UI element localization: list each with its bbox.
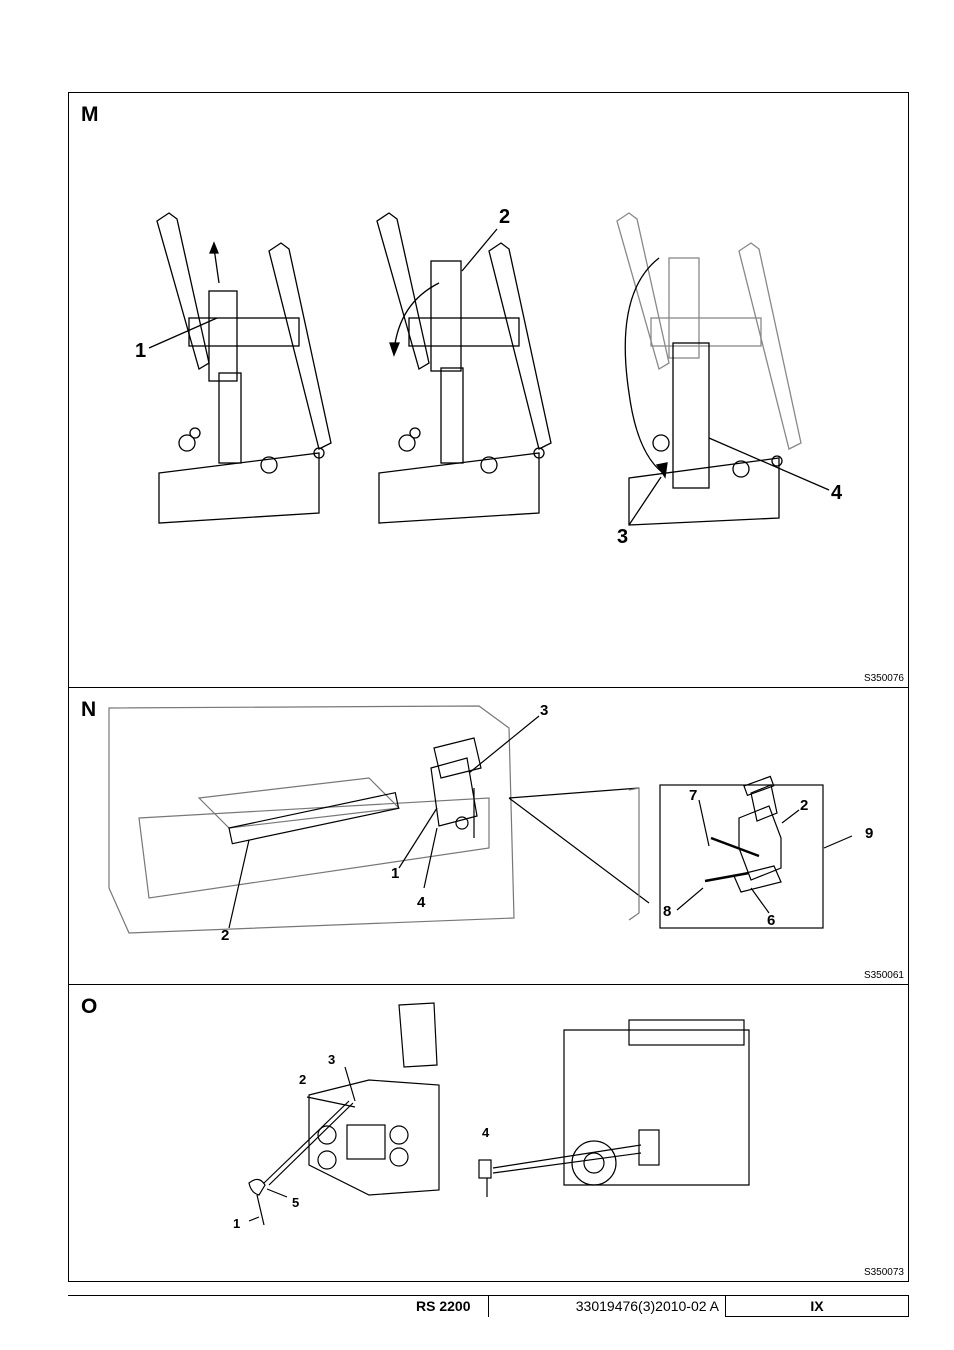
panel-label: O [81, 995, 98, 1018]
panel-n: N [68, 687, 909, 985]
callout: 2 [221, 927, 229, 944]
footer-document-number: 33019476(3)2010-02 A [575, 1298, 719, 1314]
detail-inset-box [659, 784, 824, 929]
footer-page-number: IX [725, 1295, 909, 1317]
figure-reference: S350061 [863, 970, 904, 981]
callout: 7 [689, 787, 697, 804]
panel-m: M [68, 92, 909, 688]
callout: 4 [482, 1125, 490, 1140]
panel-label: N [81, 698, 97, 721]
callout: 1 [391, 865, 399, 882]
panel-label: M [81, 103, 99, 126]
figure-reference: S350073 [863, 1267, 904, 1278]
panel-o: O 1 2 3 4 [68, 984, 909, 1282]
callout: 2 [299, 1072, 306, 1087]
callout: 1 [233, 1216, 240, 1231]
footer-model: RS 2200 [400, 1295, 489, 1317]
loader-arm-illustration [148, 212, 830, 526]
panel-m-callouts: 1 2 3 4 [135, 206, 843, 548]
frame-pump-illustration [108, 705, 853, 934]
callout: 5 [292, 1195, 299, 1210]
callout: 2 [800, 797, 808, 814]
panel-o-callouts: 1 2 3 4 5 [233, 1052, 490, 1231]
callout: 4 [417, 894, 426, 911]
callout: 6 [767, 912, 775, 929]
figure-reference: S350076 [863, 673, 904, 684]
callout: 8 [663, 903, 671, 920]
callout: 3 [540, 702, 548, 719]
callout: 3 [328, 1052, 335, 1067]
callout: 2 [499, 206, 510, 228]
callout: 9 [865, 825, 873, 842]
vehicle-cable-illustration [248, 1002, 750, 1226]
callout: 1 [135, 340, 146, 362]
callout: 4 [831, 482, 843, 504]
panel-n-callouts: 1 2 3 4 6 7 8 2 9 [221, 702, 873, 944]
callout: 3 [617, 526, 628, 548]
